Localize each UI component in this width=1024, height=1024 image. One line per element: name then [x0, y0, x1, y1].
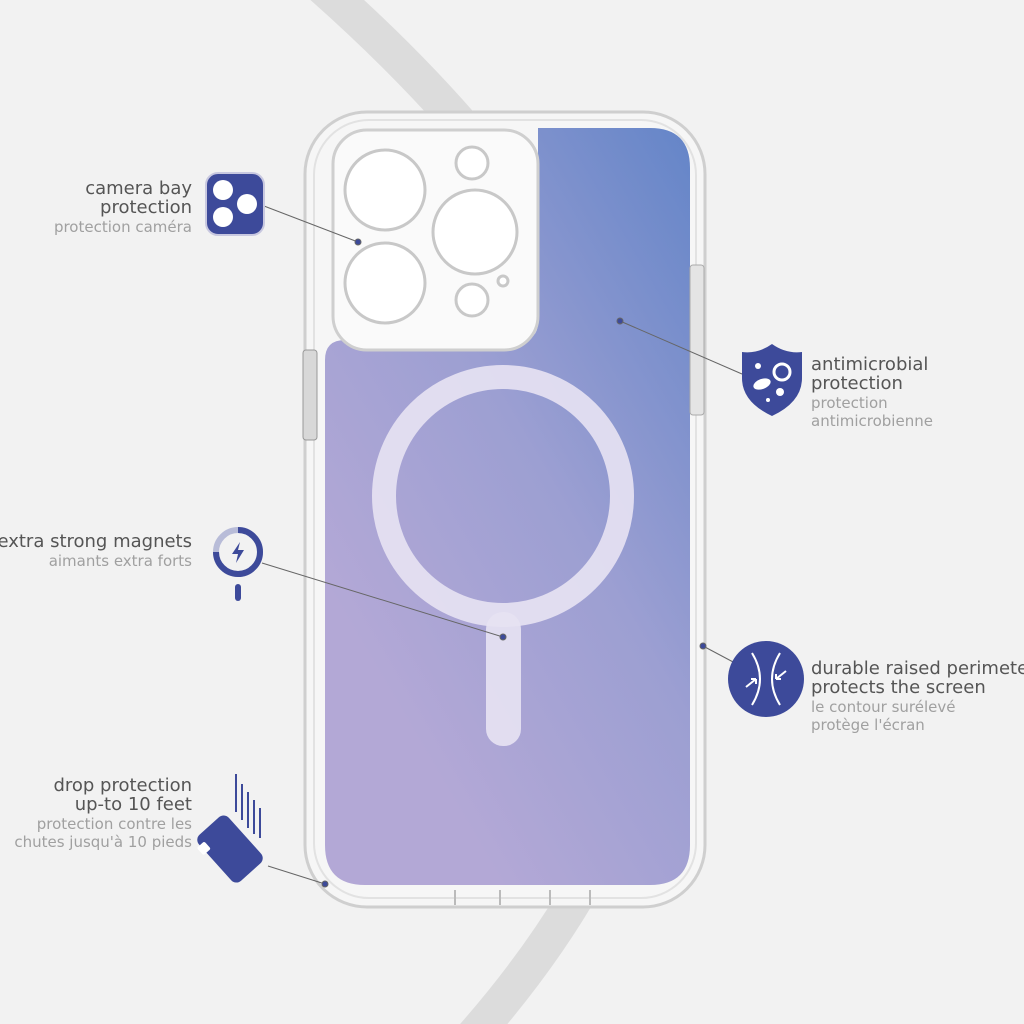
- magsafe-charge-icon: [213, 527, 263, 601]
- case-back-panel: [325, 128, 690, 885]
- shield-microbe-icon: [742, 344, 802, 416]
- feature-magnets: extra strong magnets aimants extra forts: [0, 531, 192, 570]
- feature-camera-bay: camera bay protection protection caméra: [53, 178, 192, 236]
- falling-phone-icon: [197, 774, 263, 883]
- raised-edge-icon: [728, 641, 804, 717]
- feature-perimeter: durable raised perimeter protects the sc…: [811, 658, 1024, 734]
- feature-antimicrobial: antimicrobial protection protection anti…: [811, 354, 933, 430]
- feature-drop: drop protection up-to 10 feet protection…: [14, 775, 192, 851]
- camera-lenses-icon: [205, 172, 265, 236]
